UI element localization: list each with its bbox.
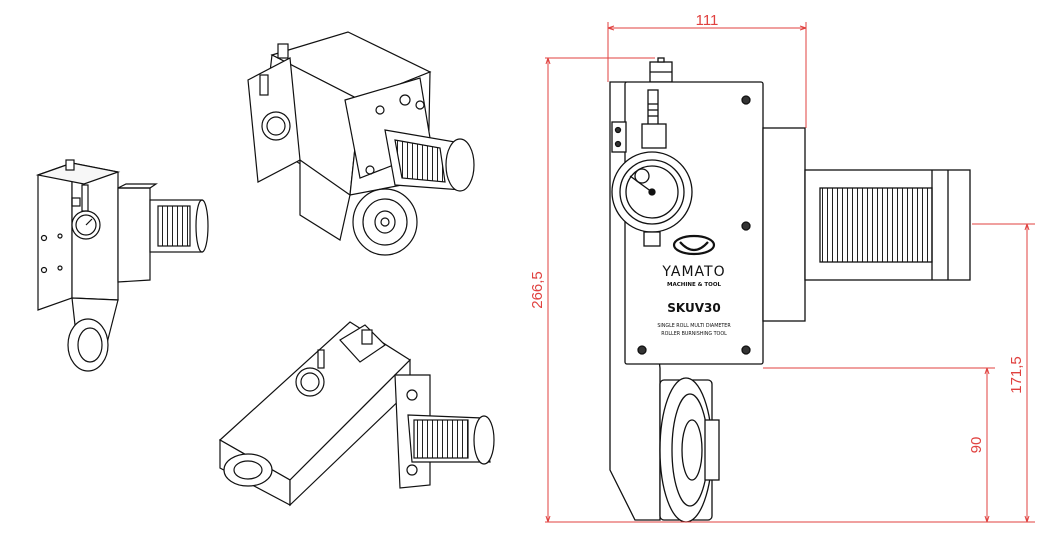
brand-name: YAMATO: [661, 264, 725, 280]
iso-view-top: [247, 31, 475, 256]
description-line-1: SINGLE ROLL MULTI DIAMETER: [657, 323, 731, 329]
dimension-height-total: 266,5: [529, 271, 546, 309]
dimension-height-lower: 90: [968, 437, 985, 454]
dimension-lines: [545, 22, 1035, 523]
model-number: SKUV30: [667, 301, 720, 315]
description-line-2: ROLLER BURNISHING TOOL: [661, 331, 727, 337]
dimension-height-shank: 171,5: [1008, 356, 1025, 394]
brand-subtitle: MACHINE & TOOL: [667, 282, 722, 288]
dimension-width-top: 111: [696, 12, 719, 29]
front-elevation-view: [609, 57, 971, 523]
iso-view-upright: [35, 159, 209, 372]
iso-view-bottom: [218, 321, 495, 507]
